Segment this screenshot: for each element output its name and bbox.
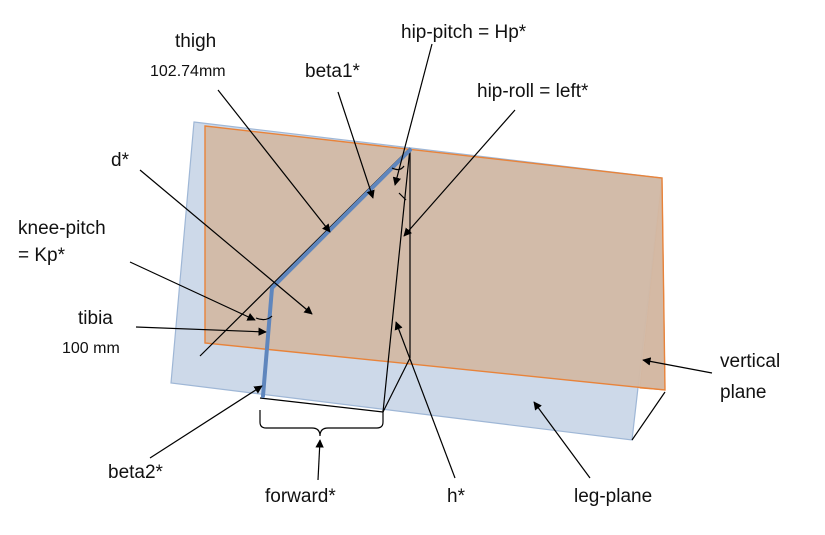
forward-pointer — [315, 439, 324, 481]
knee-pitch-pointer — [129, 261, 256, 321]
tibia-label: tibia — [78, 308, 113, 329]
d-pointer — [139, 169, 313, 315]
leg-plane-pointer — [533, 401, 591, 479]
hip-pitch-label: hip-pitch = Hp* — [401, 22, 527, 43]
vertical-plane-pointer — [642, 357, 713, 374]
tibia-length-label: 100 mm — [62, 340, 120, 357]
knee-pitch-label-line2: = Kp* — [18, 245, 66, 266]
vertical-plane-label-line1: vertical — [720, 351, 780, 372]
forward-baseline — [259, 397, 384, 413]
h-label: h* — [447, 486, 466, 507]
forward-label: forward* — [265, 486, 336, 507]
thigh-label: thigh — [175, 31, 216, 52]
vertical-plane-label-line2: plane — [720, 382, 767, 403]
hip-vertical-line — [382, 147, 411, 413]
hip-roll-pointer — [403, 109, 516, 237]
leg-plane-label: leg-plane — [574, 486, 652, 507]
thigh-pointer — [217, 89, 331, 233]
thigh-length-label: 102.74mm — [150, 63, 226, 80]
hip-pitch-pointer — [392, 43, 433, 186]
beta2-label: beta2* — [108, 462, 164, 483]
hip-roll-label: hip-roll = left* — [477, 81, 589, 102]
h-pointer — [394, 321, 456, 479]
ground-edge-line — [631, 391, 666, 441]
h-ground-line — [382, 357, 411, 413]
knee-pitch-label-line1: knee-pitch — [18, 218, 106, 239]
beta1-pointer — [337, 91, 375, 199]
forward-bracket — [259, 410, 384, 437]
beta2-pointer — [149, 385, 263, 459]
hip-roll-angle-mark — [398, 192, 407, 201]
vertical-plane-shape — [204, 125, 666, 391]
beta1-label: beta1* — [305, 61, 361, 82]
tibia-pointer — [135, 326, 267, 336]
knee-angle-mark — [255, 315, 273, 321]
d-label: d* — [111, 150, 130, 171]
